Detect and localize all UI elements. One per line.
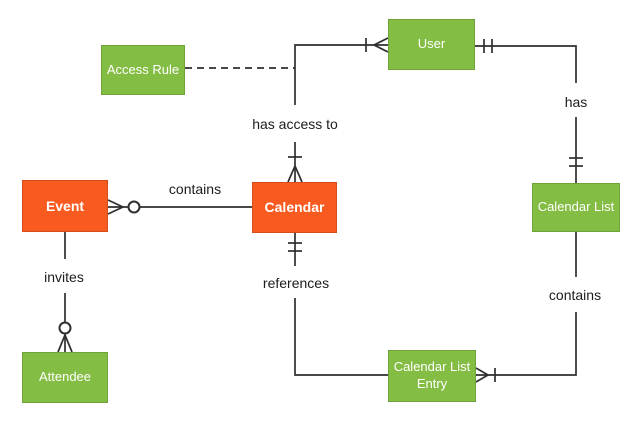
connector-has-access-to [287, 37, 389, 183]
entity-label: Calendar List [537, 199, 615, 215]
connector-contains-entry [475, 232, 577, 383]
entity-label: Calendar List Entry [393, 359, 471, 391]
relationship-label-contains-event: contains [168, 181, 222, 197]
crows-foot-many-icon [287, 165, 303, 183]
entity-user[interactable]: User [388, 19, 475, 70]
relationship-label-has: has [564, 94, 588, 110]
entity-attendee[interactable]: Attendee [22, 352, 108, 403]
circle-zero-icon [58, 321, 72, 335]
relationship-label-has-access-to: has access to [252, 116, 338, 132]
entity-label: Access Rule [106, 61, 180, 77]
entity-label: Calendar [264, 199, 325, 216]
connector-references [288, 233, 388, 376]
crows-foot-many-icon [373, 37, 389, 53]
connector-invites [57, 232, 73, 353]
relationship-label-references: references [262, 275, 330, 291]
relationship-label-invites: invites [44, 269, 84, 285]
circle-zero-icon [127, 200, 141, 214]
entity-calendar-list[interactable]: Calendar List [532, 183, 620, 232]
crows-foot-many-icon [107, 199, 124, 215]
entity-access-rule[interactable]: Access Rule [101, 45, 185, 95]
relationship-label-contains-entry: contains [548, 287, 602, 303]
double-tick-one-icon [288, 242, 302, 252]
entity-label: User [417, 36, 446, 52]
entity-calendar-list-entry[interactable]: Calendar List Entry [388, 350, 476, 402]
double-tick-one-icon [569, 157, 583, 167]
crows-foot-many-icon [475, 367, 489, 383]
entity-calendar[interactable]: Calendar [252, 182, 337, 233]
double-tick-one-icon [483, 39, 493, 53]
connector-has [475, 39, 583, 183]
entity-label: Event [45, 197, 85, 214]
crows-foot-many-icon [57, 334, 73, 353]
entity-label: Attendee [38, 369, 92, 385]
entity-event[interactable]: Event [22, 180, 108, 232]
connector-contains-event [107, 199, 252, 215]
